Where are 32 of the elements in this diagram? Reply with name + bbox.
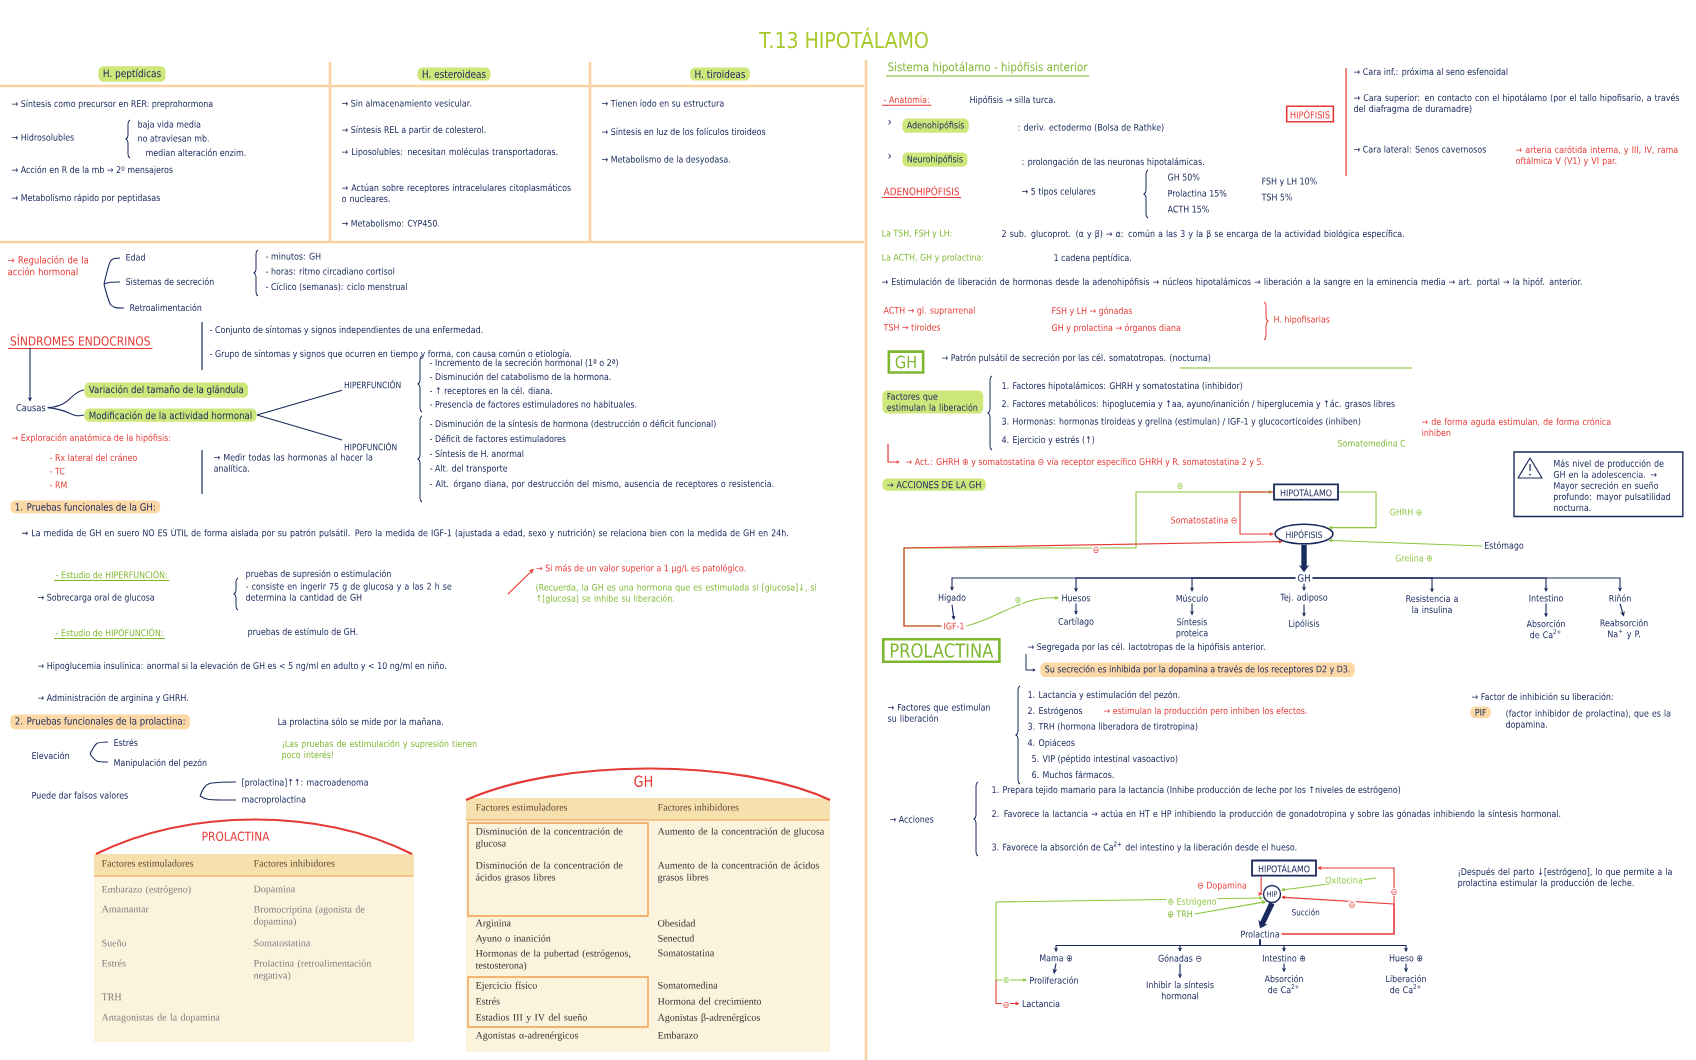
arrow bbox=[1328, 538, 1483, 547]
arrow bbox=[965, 596, 1059, 627]
arrow bbox=[1544, 603, 1548, 617]
arrow bbox=[1619, 603, 1625, 617]
arrow bbox=[1404, 962, 1408, 972]
arrow bbox=[1074, 602, 1078, 615]
arrow bbox=[1258, 902, 1275, 929]
arrow bbox=[1053, 962, 1057, 974]
arrow bbox=[951, 604, 956, 620]
arrow bbox=[1302, 603, 1306, 617]
arrow bbox=[1194, 900, 1266, 915]
arrow bbox=[1178, 939, 1261, 952]
arrow bbox=[1239, 491, 1274, 536]
arrow bbox=[1259, 939, 1408, 952]
heading-box: PROLACTINA bbox=[882, 638, 1001, 663]
arrow bbox=[1328, 491, 1377, 530]
arrow bbox=[903, 539, 1283, 627]
arrow bbox=[1178, 963, 1182, 978]
arrow bbox=[995, 979, 1020, 1006]
arrow bbox=[1281, 877, 1377, 892]
arrow bbox=[1302, 583, 1306, 591]
arrow bbox=[1312, 577, 1622, 592]
arrow bbox=[1281, 895, 1395, 935]
arrow bbox=[1190, 603, 1194, 616]
arrow bbox=[507, 569, 534, 595]
title: T.13 HIPOTÁLAMO bbox=[759, 27, 928, 49]
heading-box: GH bbox=[887, 350, 925, 374]
arrow bbox=[1258, 875, 1263, 896]
arrow bbox=[1282, 963, 1286, 972]
arrow bbox=[28, 347, 32, 402]
arrow bbox=[995, 901, 1027, 982]
arrow bbox=[1190, 577, 1296, 592]
